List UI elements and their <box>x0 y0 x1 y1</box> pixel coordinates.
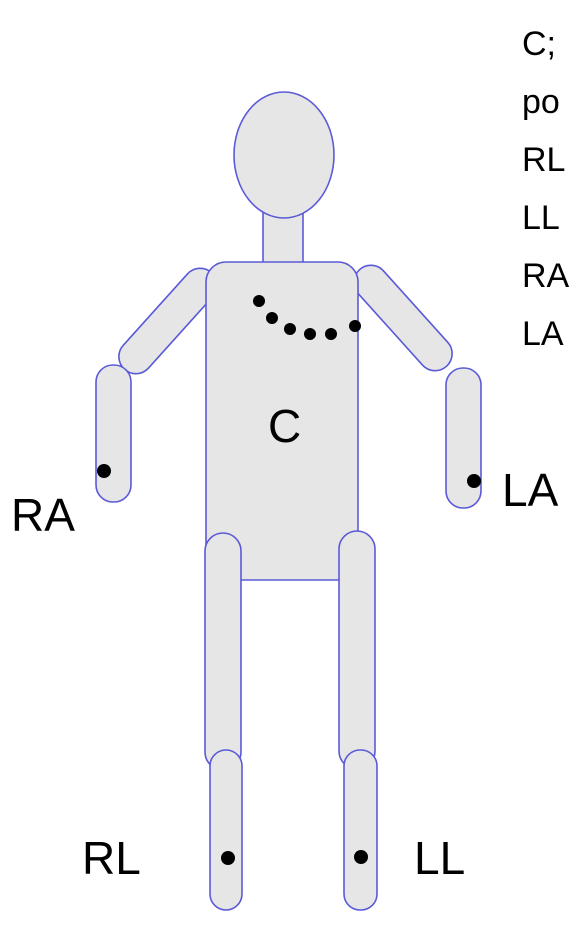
chest-electrode <box>266 312 278 324</box>
legend-line: C; <box>522 25 556 63</box>
chest-electrode <box>325 328 337 340</box>
right-lower-leg <box>210 750 242 910</box>
legend-line: LA <box>522 315 564 353</box>
legend-text: C; po RL LL RA LA <box>522 25 570 353</box>
left-arm-label: LA <box>502 464 559 516</box>
legend-line: po <box>522 83 560 121</box>
legend-line: LL <box>522 199 560 237</box>
head <box>234 92 334 218</box>
right-forearm <box>96 365 131 502</box>
legend-line: RL <box>522 141 565 179</box>
right-arm-electrode <box>97 464 111 478</box>
left-arm-electrode <box>467 474 481 488</box>
chest-label: C <box>268 400 301 452</box>
right-arm-label: RA <box>11 489 75 541</box>
left-lower-leg <box>344 750 377 910</box>
chest-electrode <box>304 328 316 340</box>
left-leg-label: LL <box>414 832 465 884</box>
left-leg-electrode <box>354 850 368 864</box>
right-leg-label: RL <box>82 832 141 884</box>
left-upper-arm <box>347 258 459 377</box>
right-thigh <box>205 533 241 770</box>
left-thigh <box>339 531 375 769</box>
legend-line: RA <box>522 257 570 295</box>
right-leg-electrode <box>221 851 235 865</box>
chest-electrode <box>349 320 361 332</box>
mannequin-figure <box>96 92 481 910</box>
chest-electrode <box>253 295 265 307</box>
chest-electrode <box>284 323 296 335</box>
